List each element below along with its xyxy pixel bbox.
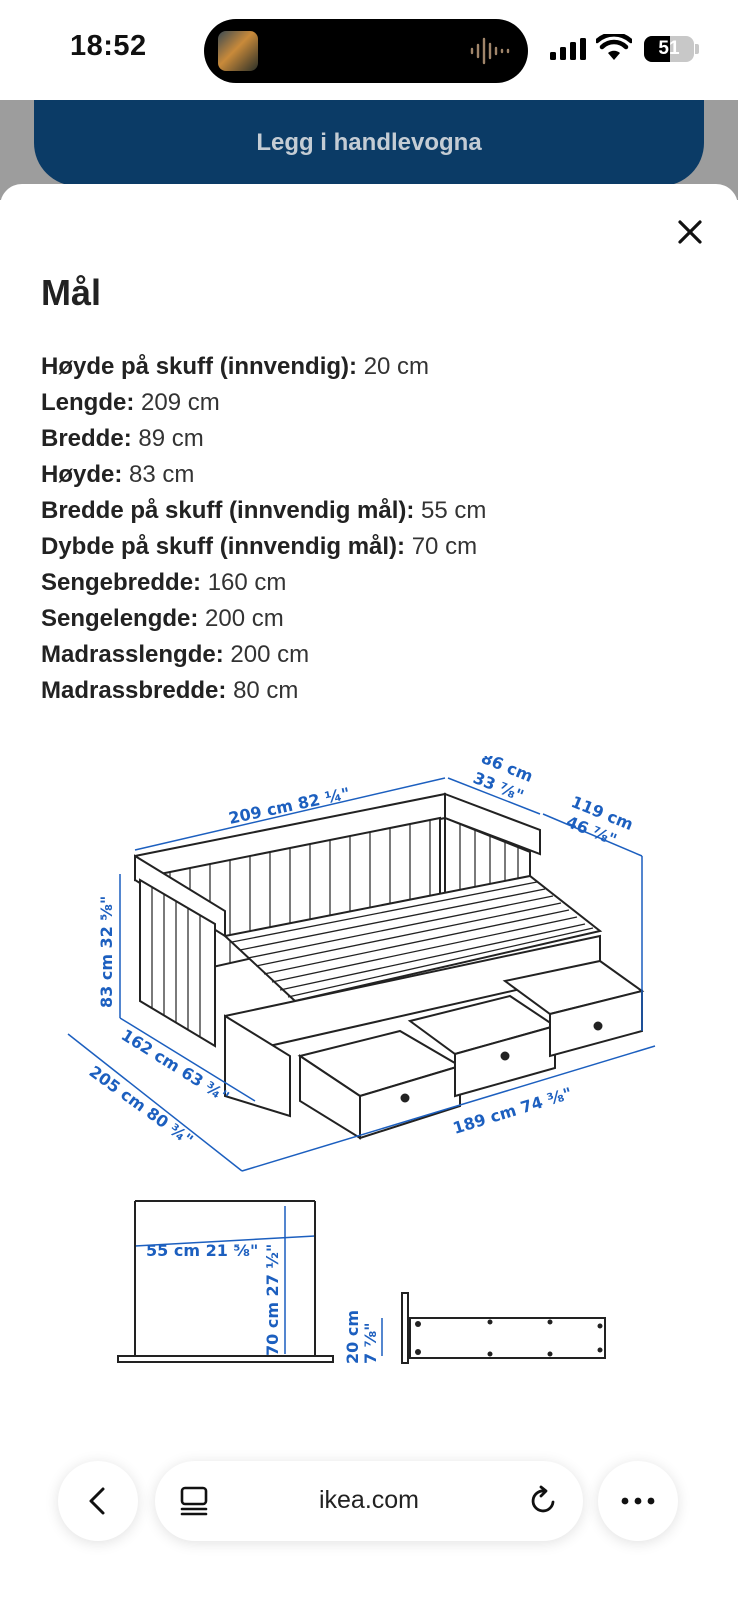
dimensions-list: Høyde på skuff (innvendig): 20 cm Lengde… bbox=[41, 349, 486, 709]
dim-drawer-depth-label: 70 cm 27 ½" bbox=[263, 1244, 282, 1356]
spec-value: 200 cm bbox=[205, 605, 284, 632]
dynamic-island[interactable] bbox=[204, 19, 528, 83]
spec-label: Madrasslengde: bbox=[41, 641, 224, 668]
spec-label: Madrassbredde: bbox=[41, 677, 227, 704]
tabs-icon bbox=[180, 1486, 208, 1516]
spec-label: Høyde: bbox=[41, 461, 123, 488]
daybed-dimension-drawing: 209 cm 82 ¼" 86 cm 33 ⅞" 119 cm 46 ⅞" 83… bbox=[67, 756, 656, 1364]
spec-value: 80 cm bbox=[233, 677, 299, 704]
drawer-side-view bbox=[401, 1292, 606, 1364]
status-bar: 18:52 51 bbox=[0, 0, 738, 100]
status-time: 18:52 bbox=[70, 30, 147, 62]
reload-icon[interactable] bbox=[527, 1485, 559, 1517]
chevron-left-icon bbox=[89, 1487, 105, 1515]
spec-label: Høyde på skuff (innvendig): bbox=[41, 353, 358, 380]
battery-level: 51 bbox=[658, 38, 680, 59]
spec-value: 200 cm bbox=[230, 641, 310, 668]
spec-value: 70 cm bbox=[411, 533, 478, 560]
spec-label: Sengebredde: bbox=[41, 569, 202, 596]
drawer-top-view bbox=[117, 1200, 334, 1363]
back-button[interactable] bbox=[58, 1461, 138, 1541]
address-bar[interactable]: ikea.com bbox=[155, 1461, 583, 1541]
more-dots-icon bbox=[621, 1497, 655, 1505]
dim-drawer-width-label: 55 cm 21 ⅝" bbox=[146, 1241, 258, 1260]
dimension-lines bbox=[67, 777, 656, 1356]
spec-value: 55 cm bbox=[421, 497, 487, 524]
dim-drawer-height-in-label: 7 ⅞" bbox=[361, 1322, 380, 1364]
dim-height-label: 83 cm 32 ⅝" bbox=[97, 896, 116, 1008]
spec-row: Høyde: 83 cm bbox=[41, 457, 486, 493]
spec-row: Bredde: 89 cm bbox=[41, 421, 486, 457]
spec-row: Sengebredde: 160 cm bbox=[41, 565, 486, 601]
spec-label: Dybde på skuff (innvendig mål): bbox=[41, 533, 406, 560]
spec-label: Sengelengde: bbox=[41, 605, 199, 632]
spec-row: Madrasslengde: 200 cm bbox=[41, 637, 486, 673]
now-playing-thumbnail bbox=[218, 31, 258, 71]
spec-label: Lengde: bbox=[41, 389, 135, 416]
spec-row: Bredde på skuff (innvendig mål): 55 cm bbox=[41, 493, 486, 529]
audio-waveform-icon bbox=[470, 37, 510, 65]
spec-label: Bredde på skuff (innvendig mål): bbox=[41, 497, 415, 524]
more-options-button[interactable] bbox=[598, 1461, 678, 1541]
spec-row: Dybde på skuff (innvendig mål): 70 cm bbox=[41, 529, 486, 565]
url-text[interactable]: ikea.com bbox=[318, 1486, 420, 1514]
spec-row: Madrassbredde: 80 cm bbox=[41, 673, 486, 709]
close-icon[interactable] bbox=[672, 214, 708, 250]
battery-cap bbox=[695, 44, 699, 54]
cellular-signal-icon bbox=[550, 38, 586, 60]
wifi-icon bbox=[596, 34, 632, 60]
spec-value: 160 cm bbox=[207, 569, 287, 596]
battery-icon: 51 bbox=[644, 36, 694, 62]
spec-row: Sengelengde: 200 cm bbox=[41, 601, 486, 637]
add-to-cart-button[interactable]: Legg i handlevogna bbox=[34, 100, 704, 186]
sheet-title: Mål bbox=[41, 272, 102, 313]
spec-value: 20 cm bbox=[363, 353, 430, 380]
daybed-line-art bbox=[134, 792, 645, 1140]
spec-row: Høyde på skuff (innvendig): 20 cm bbox=[41, 349, 486, 385]
spec-value: 89 cm bbox=[138, 425, 204, 452]
dim-drawer-height-cm-label: 20 cm bbox=[343, 1310, 362, 1364]
spec-value: 83 cm bbox=[129, 461, 195, 488]
spec-label: Bredde: bbox=[41, 425, 132, 452]
spec-row: Lengde: 209 cm bbox=[41, 385, 486, 421]
spec-value: 209 cm bbox=[141, 389, 220, 416]
